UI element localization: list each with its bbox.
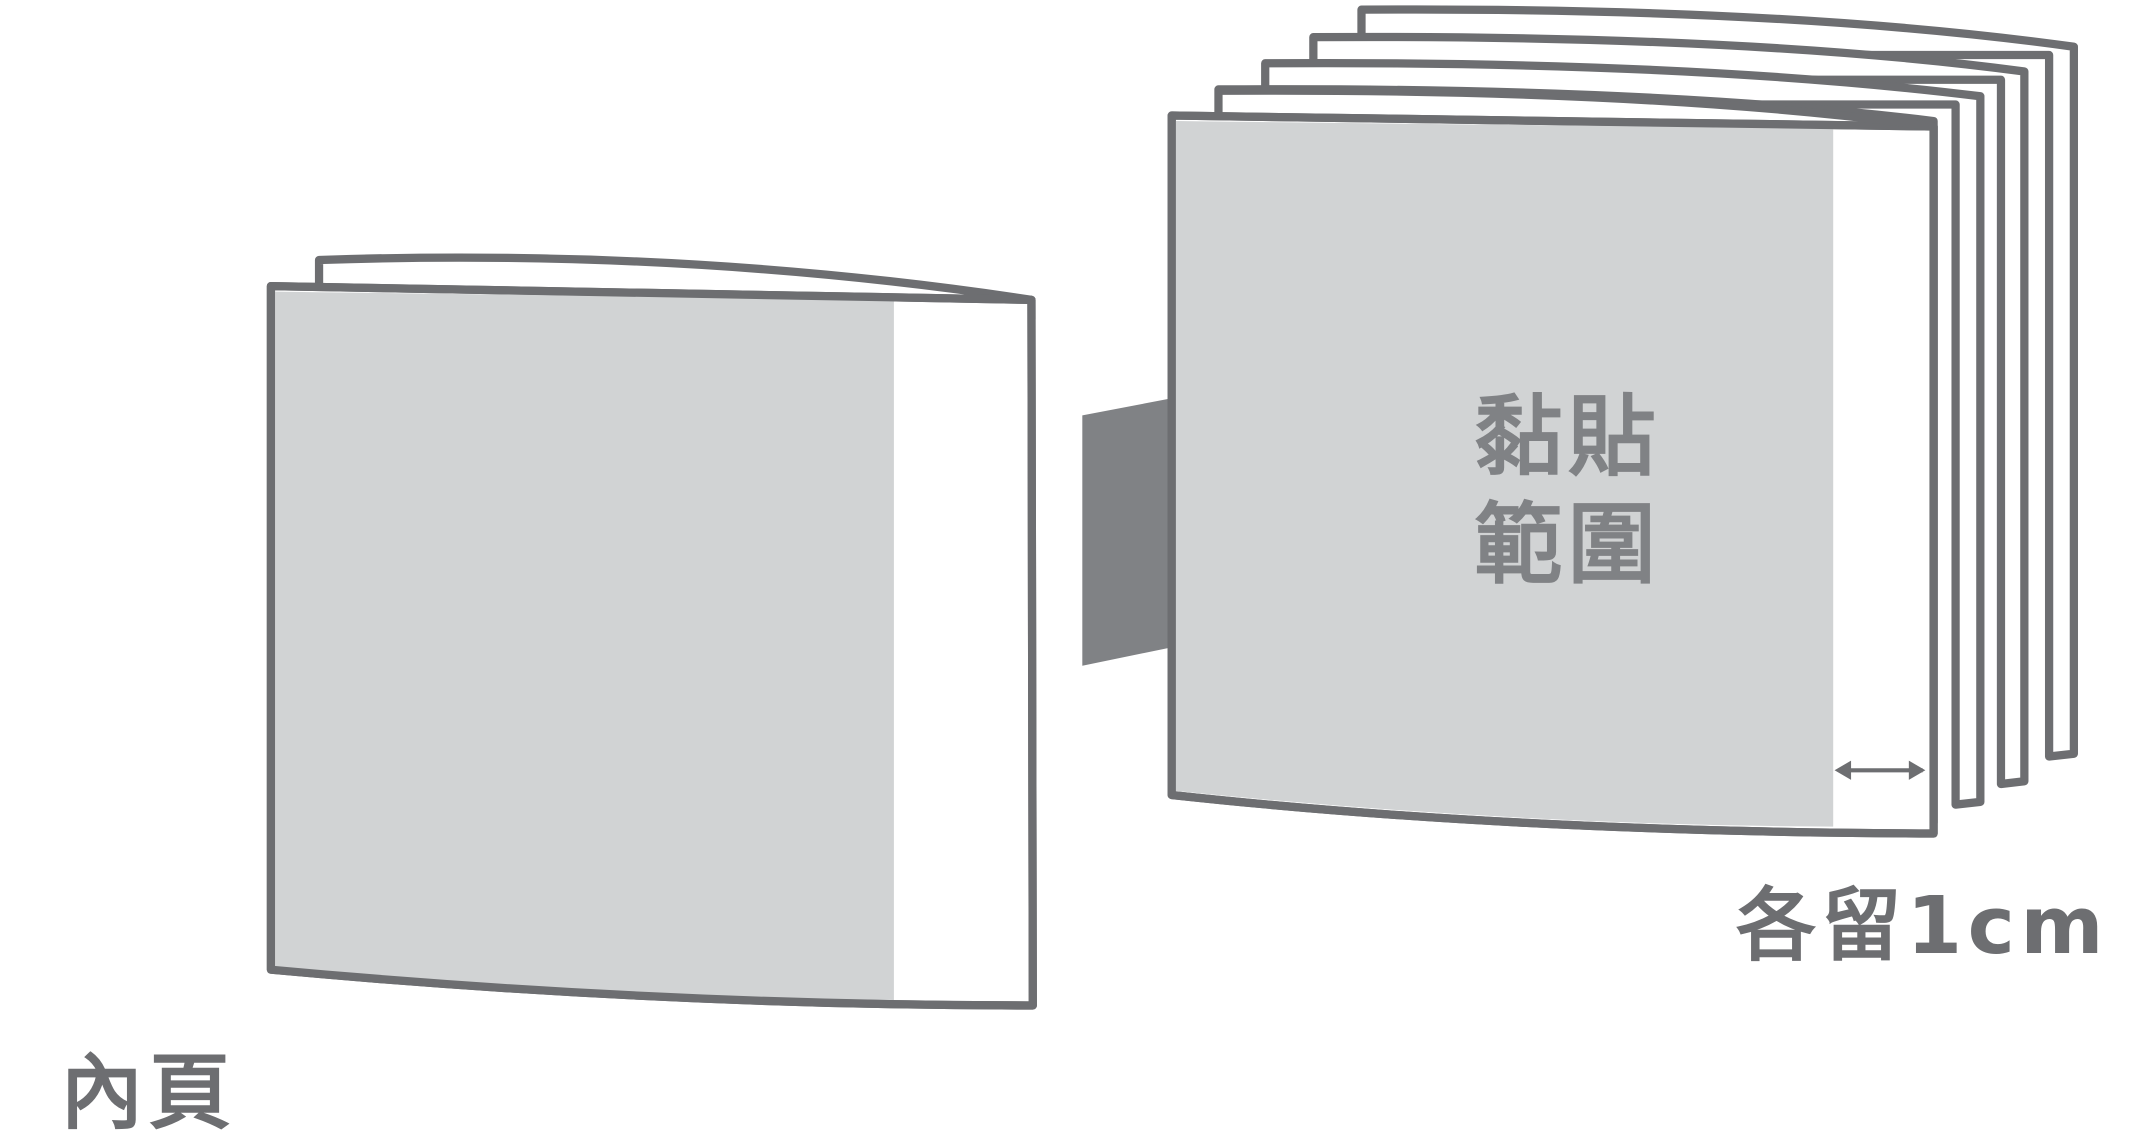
stacked-pages-illustration [1167,5,2078,838]
stacked-page-4 [1309,32,2029,789]
stacked-page-front-top-curve [1218,86,1935,131]
glue-area-label-line2: 範圍 [1474,493,1661,596]
inner-page-illustration [266,253,1037,1010]
stacked-page-5 [1357,5,2078,761]
stacked-page-front-outline [1167,111,1938,838]
margin-dimension-arrow [1834,760,1926,780]
glue-area-label-line1: 黏貼 [1474,386,1661,489]
stacked-page-3 [1261,58,1985,809]
inner-page-glue-area [275,291,894,1000]
margin-note-label: 各留1cm [1736,879,2109,972]
inner-page-label: 內頁 [61,1045,237,1141]
inner-page-front-outline [266,281,1037,1010]
stacked-page-glue-area [1175,121,1834,827]
